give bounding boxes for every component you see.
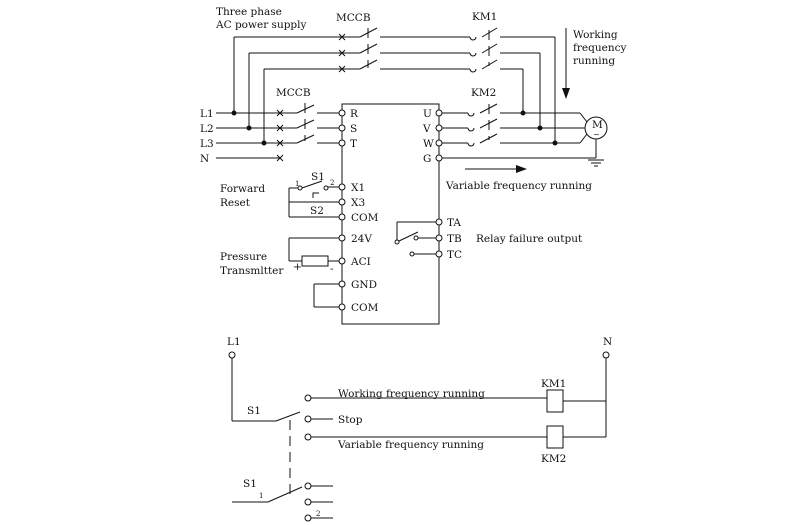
n-label: N — [200, 153, 209, 165]
mccb-left-label: MCCB — [276, 87, 311, 99]
s1-contact-2: 2 — [330, 179, 334, 187]
mccb-top-label: MCCB — [336, 12, 371, 24]
terminal-t-label: T — [350, 138, 357, 150]
control-circuit: L1 N S1 Working frequency running Stop V… — [227, 336, 612, 522]
terminal-tb-label: TB — [447, 233, 462, 245]
terminal-x3-label: X3 — [351, 197, 365, 209]
supply-label-line1: Three phase — [216, 6, 282, 18]
forward-reset-switches: Forward Reset S1 1 2 S2 — [220, 171, 339, 218]
supply-label-line2: AC power supply — [215, 19, 307, 31]
terminal-24v-label: 24V — [351, 233, 372, 245]
motor: M ~ — [584, 116, 608, 140]
variable-frequency-running-label: Variable frequency running — [337, 439, 484, 451]
terminal-aci-label: ACI — [350, 256, 371, 268]
l3-label: L3 — [200, 138, 214, 150]
working-frequency-label: Working frequency running — [573, 29, 626, 67]
pressure-transmitter: Pressure Transmltter + - — [220, 237, 339, 308]
s2-switch-label: S2 — [310, 205, 324, 217]
variable-frequency-arrow — [465, 165, 527, 173]
l2-label: L2 — [200, 123, 214, 135]
terminal-v-label: V — [422, 123, 431, 135]
relay-output: TA TB TC Relay failure output — [394, 217, 583, 261]
control-contact-2: 2 — [316, 510, 320, 518]
supply-label: Three phase AC power supply — [215, 6, 307, 31]
working-label-line2: frequency — [573, 42, 626, 54]
terminal-r-label: R — [350, 108, 359, 120]
s1-switch-label: S1 — [311, 171, 325, 183]
km2-contacts — [442, 103, 588, 147]
terminal-g-label: G — [423, 153, 431, 165]
l1-label: L1 — [200, 108, 214, 120]
ground-line — [442, 139, 604, 167]
pressure-label: Pressure — [220, 251, 267, 263]
control-l1-label: L1 — [227, 336, 241, 348]
mccb-left-contacts — [280, 103, 340, 144]
relay-failure-label: Relay failure output — [476, 233, 583, 245]
working-frequency-arrow — [562, 28, 570, 99]
motor-label: M — [592, 119, 603, 131]
motor-tilde: ~ — [593, 130, 600, 139]
terminal-x1-label: X1 — [351, 182, 365, 194]
terminal-tc-label: TC — [447, 249, 462, 261]
power-terminals: R S T U V W G — [338, 108, 443, 165]
stop-label: Stop — [338, 414, 363, 426]
km1-label: KM1 — [472, 11, 497, 23]
working-label-line3: running — [573, 55, 615, 67]
s1-contact-1: 1 — [295, 180, 299, 188]
control-terminals: X1 X3 COM 24V ACI GND COM — [338, 182, 379, 314]
control-s1-bottom-label: S1 — [243, 478, 257, 490]
terminal-s-label: S — [350, 123, 357, 135]
control-contact-1: 1 — [259, 492, 263, 500]
terminal-com2-label: COM — [351, 302, 379, 314]
forward-label: Forward — [220, 183, 265, 195]
km1-coil-label: KM1 — [541, 378, 566, 390]
terminal-com1-label: COM — [351, 212, 379, 224]
km1-contacts — [469, 27, 556, 143]
input-lines: L1 L2 L3 N — [200, 108, 284, 165]
terminal-u-label: U — [423, 108, 432, 120]
working-frequency-running-label: Working frequency running — [338, 388, 485, 400]
mccb-top-contacts — [338, 27, 470, 73]
terminal-ta-label: TA — [447, 217, 461, 229]
minus-sign: - — [330, 263, 334, 275]
km2-coil-label: KM2 — [541, 453, 566, 465]
reset-label: Reset — [220, 197, 251, 209]
supply-bus — [233, 36, 342, 143]
plus-sign: + — [293, 261, 302, 273]
terminal-gnd-label: GND — [351, 279, 377, 291]
working-label-line1: Working — [573, 29, 618, 41]
variable-frequency-label: Variable frequency running — [445, 180, 592, 192]
control-s1-top-label: S1 — [247, 405, 261, 417]
control-n-label: N — [603, 336, 612, 348]
km1-coil — [546, 389, 564, 413]
km2-label: KM2 — [471, 87, 496, 99]
transmitter-label: Transmltter — [220, 265, 284, 277]
terminal-w-label: W — [423, 138, 434, 150]
km2-coil — [546, 425, 564, 449]
